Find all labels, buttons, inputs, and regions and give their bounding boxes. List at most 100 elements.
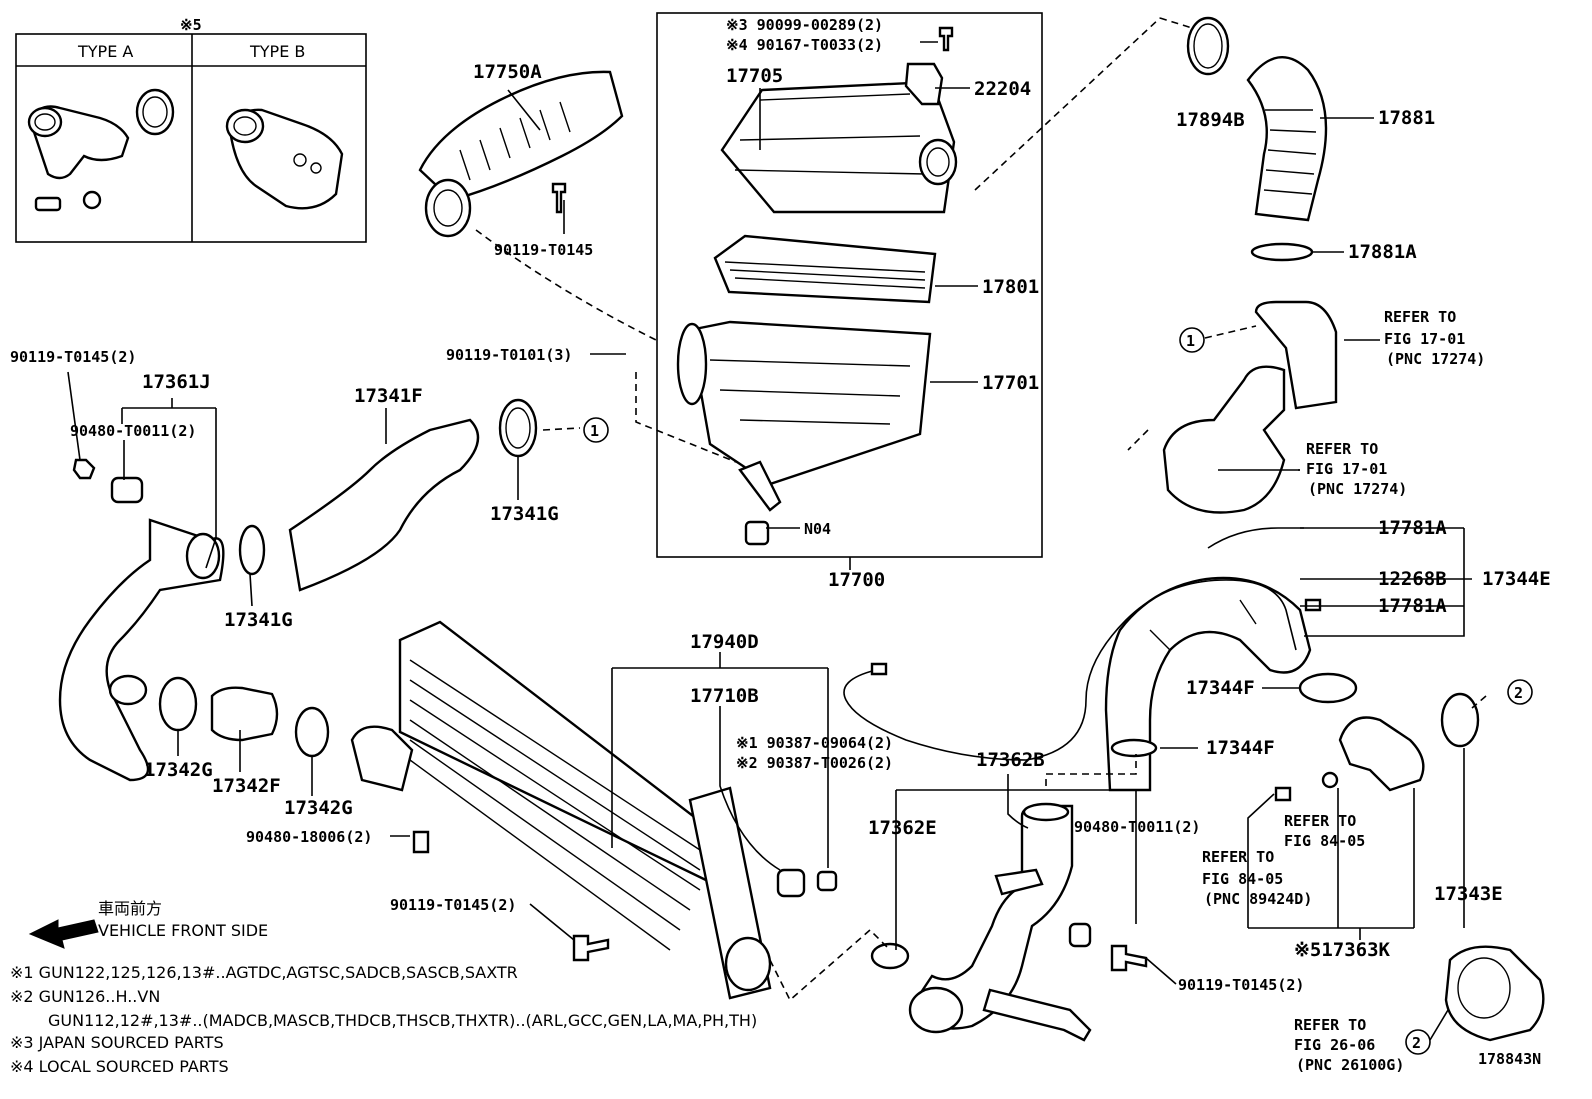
hose-17881 xyxy=(1246,56,1328,222)
label-17781A-a: 17781A xyxy=(1378,517,1447,539)
airflow-meter-22204 xyxy=(904,62,944,106)
intake-duct-17750A xyxy=(418,70,624,238)
note-2b: GUN112,12#,13#..(MADCB,MASCB,THDCB,THSCB… xyxy=(48,1011,757,1030)
sensor-89424D xyxy=(1274,786,1292,802)
label-17342F: 17342F xyxy=(212,775,281,797)
clip-17781A-right xyxy=(1304,598,1322,612)
intake-pipe-17361J xyxy=(58,458,225,782)
figure-id: 178843N xyxy=(1478,1050,1541,1068)
clamp-17344F-a xyxy=(1298,672,1358,704)
label-90099: ※3 90099-00289(2) xyxy=(726,16,883,34)
throttle-body-26100G xyxy=(1444,945,1545,1042)
svg-text:FIG 17-01: FIG 17-01 xyxy=(1384,330,1465,348)
label-17363K: ※517363K xyxy=(1294,939,1391,961)
note-1: ※1 GUN122,125,126,13#..AGTDC,AGTSC,SADCB… xyxy=(10,963,518,982)
refer-notes: REFER TO FIG 17-01 (PNC 17274) REFER TO … xyxy=(1202,308,1485,1074)
label-90119-T0145-right: 90119-T0145(2) xyxy=(1178,976,1304,994)
inset-type-a-label: TYPE A xyxy=(77,42,133,61)
direction-jp: 車両前方 xyxy=(98,899,162,918)
cushion-17710B xyxy=(776,868,806,898)
label-17781A-b: 17781A xyxy=(1378,595,1447,617)
label-17342G-b: 17342G xyxy=(284,797,353,819)
type-a-elbow xyxy=(27,88,175,212)
svg-text:FIG 84-05: FIG 84-05 xyxy=(1202,870,1283,888)
label-90387-09064: ※1 90387-09064(2) xyxy=(736,734,893,752)
clip-90119 xyxy=(551,182,567,214)
part-labels: 17750A 90119-T0145 17705 ※3 90099-00289(… xyxy=(10,16,1551,994)
label-17701: 17701 xyxy=(982,372,1039,394)
hose-17342F xyxy=(210,686,279,742)
label-17700: 17700 xyxy=(828,569,885,591)
callout-1-a: 1 xyxy=(583,417,609,443)
callout-2-b: 2 xyxy=(1405,1029,1431,1055)
svg-text:FIG 26-06: FIG 26-06 xyxy=(1294,1036,1375,1054)
svg-text:REFER TO: REFER TO xyxy=(1384,308,1456,326)
label-17361J: 17361J xyxy=(142,371,211,393)
label-17344F-a: 17344F xyxy=(1186,677,1255,699)
inset-marker: ※5 xyxy=(180,16,202,34)
callout-2-a: 2 xyxy=(1507,679,1533,705)
svg-text:(PNC 89424D): (PNC 89424D) xyxy=(1204,890,1312,908)
callout-1-b: 1 xyxy=(1179,327,1205,353)
intercooler xyxy=(350,620,772,1000)
leader-lines xyxy=(67,17,1487,1041)
clamp-17362E xyxy=(870,942,910,970)
clamp-17342G-a xyxy=(158,676,198,732)
label-90480-18006: 90480-18006(2) xyxy=(246,828,372,846)
svg-text:FIG 84-05: FIG 84-05 xyxy=(1284,832,1365,850)
clip-17781A-lower xyxy=(870,662,888,676)
front-direction-arrow-icon xyxy=(28,919,99,949)
label-90119-T0145-top: 90119-T0145 xyxy=(494,241,593,259)
label-90480-T0011-right: 90480-T0011(2) xyxy=(1074,818,1200,836)
label-90387-T0026: ※2 90387-T0026(2) xyxy=(736,754,893,772)
label-17710B: 17710B xyxy=(690,685,759,707)
svg-text:REFER TO: REFER TO xyxy=(1306,440,1378,458)
cushion-90480-right xyxy=(1068,922,1092,948)
note-2a: ※2 GUN126..H..VN xyxy=(10,987,160,1006)
bolt-90119-right xyxy=(1110,944,1148,972)
label-17881A: 17881A xyxy=(1348,241,1417,263)
bolt-90119-left xyxy=(72,458,96,480)
inset-type-b-label: TYPE B xyxy=(249,42,305,61)
label-17362E: 17362E xyxy=(868,817,937,839)
clamp-17344F-b xyxy=(1110,738,1158,758)
label-17362B: 17362B xyxy=(976,749,1045,771)
label-90119-T0145-bottom: 90119-T0145(2) xyxy=(390,896,516,914)
label-17940D: 17940D xyxy=(690,631,759,653)
label-90167: ※4 90167-T0033(2) xyxy=(726,36,883,54)
gasket-84-05 xyxy=(1321,771,1339,789)
air-cleaner-case xyxy=(676,320,932,512)
bolt-90119-bottom xyxy=(572,934,610,962)
label-22204: 22204 xyxy=(974,78,1031,100)
label-90119-T0145-2-left: 90119-T0145(2) xyxy=(10,348,136,366)
svg-text:(PNC 17274): (PNC 17274) xyxy=(1386,350,1485,368)
note-4: ※4 LOCAL SOURCED PARTS xyxy=(10,1057,229,1076)
label-17341F: 17341F xyxy=(354,385,423,407)
hose-assembly-17344E xyxy=(843,576,1322,792)
cushion-90480-18006 xyxy=(412,830,430,854)
air-cleaner-assembly xyxy=(656,12,1043,558)
direction-en: VEHICLE FRONT SIDE xyxy=(98,921,268,940)
air-filter-element xyxy=(713,234,937,304)
svg-text:1: 1 xyxy=(590,422,599,440)
inset-type-variants: ※5 TYPE A TYPE B xyxy=(15,16,367,243)
label-17341G-b: 17341G xyxy=(224,609,293,631)
grommet-n04 xyxy=(744,520,770,546)
refer-fig-84-05-sensor: REFER TO FIG 84-05 (PNC 89424D) xyxy=(1202,848,1312,908)
cushion-90480-left xyxy=(110,476,144,504)
cushion-90387 xyxy=(816,870,838,892)
label-N04: N04 xyxy=(804,520,831,538)
clamp-17341G-b xyxy=(238,524,266,576)
refer-fig-17-01-lower: REFER TO FIG 17-01 (PNC 17274) xyxy=(1306,440,1407,498)
top-right-hose-group xyxy=(1162,16,1338,514)
label-12268B: 12268B xyxy=(1378,568,1447,590)
clamp-17342G-b xyxy=(294,706,330,758)
screw-90099 xyxy=(938,26,954,52)
label-17342G-a: 17342G xyxy=(144,759,213,781)
hose-17341F xyxy=(288,418,480,592)
refer-fig-84-05-gasket: REFER TO FIG 84-05 xyxy=(1284,812,1365,850)
svg-text:(PNC 17274): (PNC 17274) xyxy=(1308,480,1407,498)
svg-text:(PNC 26100G): (PNC 26100G) xyxy=(1296,1056,1404,1074)
label-17894B: 17894B xyxy=(1176,109,1245,131)
svg-text:REFER TO: REFER TO xyxy=(1294,1016,1366,1034)
